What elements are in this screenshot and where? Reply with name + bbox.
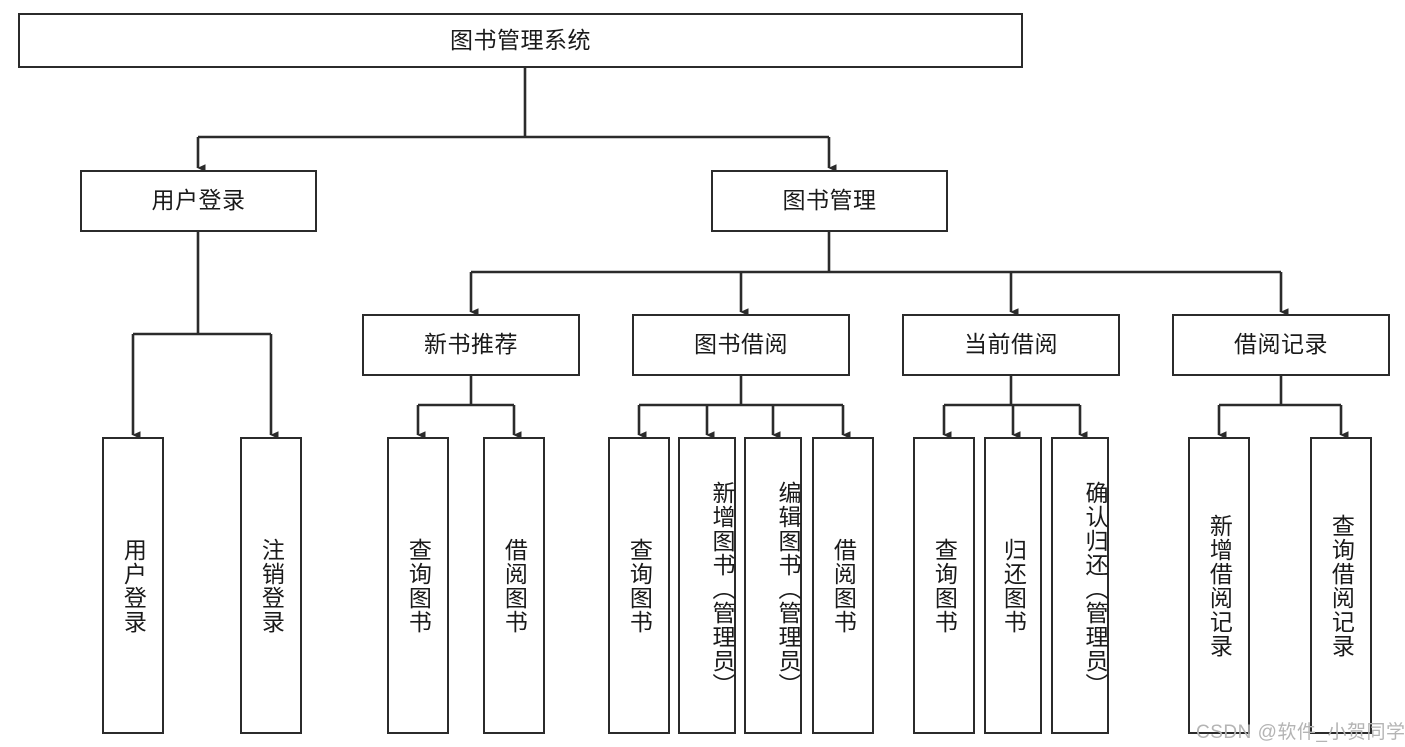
node-leaf-return-book-label: 归还图书 bbox=[1000, 537, 1027, 634]
node-leaf-edit-book[interactable]: 编辑图书（管理员） bbox=[744, 437, 802, 734]
node-new-book-recommend-label: 新书推荐 bbox=[424, 331, 518, 358]
node-leaf-query-book-2-label: 查询图书 bbox=[626, 537, 653, 634]
node-leaf-borrow-book-1[interactable]: 借阅图书 bbox=[483, 437, 545, 734]
node-leaf-return-book[interactable]: 归还图书 bbox=[984, 437, 1042, 734]
node-leaf-query-record[interactable]: 查询借阅记录 bbox=[1310, 437, 1372, 734]
node-leaf-borrow-book-1-label: 借阅图书 bbox=[501, 537, 528, 634]
node-leaf-query-book-2[interactable]: 查询图书 bbox=[608, 437, 670, 734]
node-leaf-confirm-return-label: 确认归还（管理员） bbox=[1082, 480, 1108, 697]
node-leaf-user-login-label: 用户登录 bbox=[120, 537, 147, 634]
node-current-borrow[interactable]: 当前借阅 bbox=[902, 314, 1120, 376]
node-leaf-query-record-label: 查询借阅记录 bbox=[1328, 513, 1355, 658]
node-leaf-user-logout[interactable]: 注销登录 bbox=[240, 437, 302, 734]
node-root[interactable]: 图书管理系统 bbox=[18, 13, 1023, 68]
node-leaf-edit-book-label: 编辑图书（管理员） bbox=[775, 480, 801, 697]
node-leaf-add-record-label: 新增借阅记录 bbox=[1206, 513, 1233, 658]
node-leaf-confirm-return[interactable]: 确认归还（管理员） bbox=[1051, 437, 1109, 734]
node-leaf-user-login[interactable]: 用户登录 bbox=[102, 437, 164, 734]
node-current-borrow-label: 当前借阅 bbox=[964, 331, 1058, 358]
node-leaf-add-record[interactable]: 新增借阅记录 bbox=[1188, 437, 1250, 734]
csdn-watermark: CSDN @软件_小贺同学 bbox=[1196, 722, 1405, 743]
node-book-borrow[interactable]: 图书借阅 bbox=[632, 314, 850, 376]
node-book-borrow-label: 图书借阅 bbox=[694, 331, 788, 358]
node-borrow-record[interactable]: 借阅记录 bbox=[1172, 314, 1390, 376]
node-leaf-query-book-1[interactable]: 查询图书 bbox=[387, 437, 449, 734]
node-leaf-borrow-book-2-label: 借阅图书 bbox=[830, 537, 857, 634]
node-new-book-recommend[interactable]: 新书推荐 bbox=[362, 314, 580, 376]
node-leaf-query-book-3[interactable]: 查询图书 bbox=[913, 437, 975, 734]
node-book-manage[interactable]: 图书管理 bbox=[711, 170, 948, 232]
node-leaf-borrow-book-2[interactable]: 借阅图书 bbox=[812, 437, 874, 734]
node-user-login-label: 用户登录 bbox=[151, 187, 246, 214]
node-borrow-record-label: 借阅记录 bbox=[1234, 331, 1328, 358]
node-leaf-user-logout-label: 注销登录 bbox=[258, 537, 285, 634]
node-leaf-add-book-label: 新增图书（管理员） bbox=[709, 480, 735, 697]
node-leaf-add-book[interactable]: 新增图书（管理员） bbox=[678, 437, 736, 734]
node-user-login[interactable]: 用户登录 bbox=[80, 170, 317, 232]
node-leaf-query-book-1-label: 查询图书 bbox=[405, 537, 432, 634]
node-leaf-query-book-3-label: 查询图书 bbox=[931, 537, 958, 634]
node-root-label: 图书管理系统 bbox=[450, 26, 591, 53]
node-book-manage-label: 图书管理 bbox=[782, 187, 877, 214]
